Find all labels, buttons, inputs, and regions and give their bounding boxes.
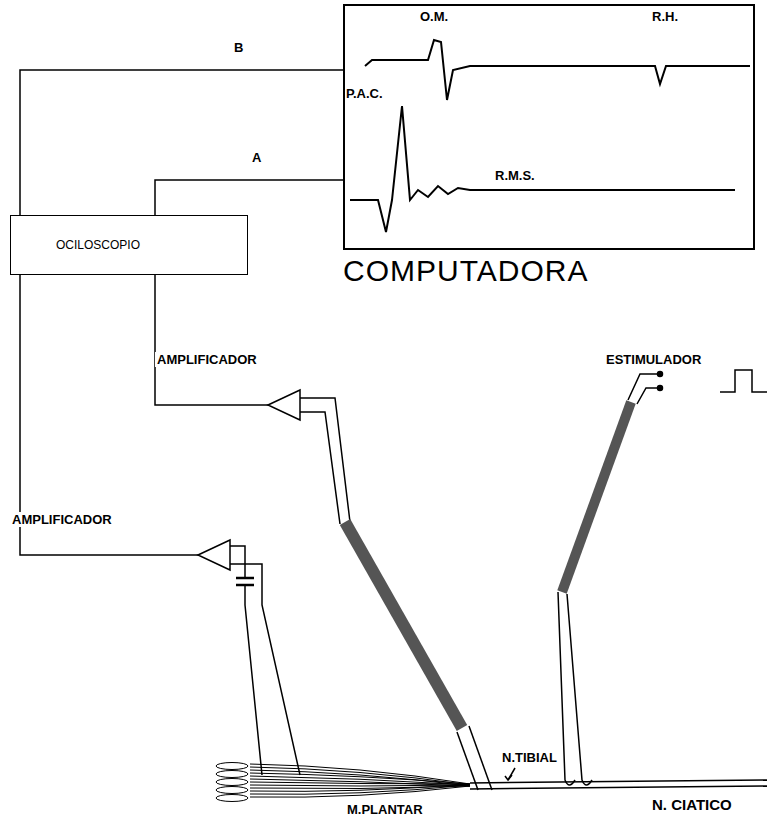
muscle-fiber xyxy=(250,764,470,784)
signal-cable xyxy=(20,70,343,215)
trace-label: R.M.S. xyxy=(493,168,537,183)
stroke xyxy=(350,106,735,232)
amplifier-label: AMPLIFICADOR xyxy=(10,512,114,527)
cable-label: B xyxy=(232,40,245,55)
amplifier-symbol xyxy=(198,390,300,570)
stroke xyxy=(558,592,575,785)
stroke xyxy=(345,522,462,728)
recording-electrode xyxy=(300,398,492,790)
stroke xyxy=(230,546,245,578)
stroke xyxy=(567,594,592,785)
oscilloscope-box: OCILOSCOPIO xyxy=(10,215,248,275)
toe-tendon xyxy=(216,763,248,770)
stroke xyxy=(469,726,492,790)
screen-traces xyxy=(350,40,750,232)
muscle-electrode xyxy=(230,546,300,775)
stimulating-electrode xyxy=(558,370,767,785)
stroke xyxy=(720,370,767,392)
muscle-fiber xyxy=(250,767,470,785)
muscle-fiber xyxy=(250,779,470,786)
nerve-label: N. CIATICO xyxy=(650,797,734,812)
trace-label: P.A.C. xyxy=(344,86,385,101)
toe-tendon xyxy=(216,795,248,802)
stroke xyxy=(628,374,660,400)
stroke xyxy=(230,564,300,775)
muscle-fiber xyxy=(250,785,470,786)
stroke xyxy=(505,775,512,780)
signal-cable xyxy=(155,180,343,215)
muscle-fiber xyxy=(250,770,470,786)
toe-tendon xyxy=(216,771,248,778)
stroke xyxy=(268,390,300,420)
muscle-fiber xyxy=(250,773,470,784)
stimulator-label: ESTIMULADOR xyxy=(604,352,703,367)
stroke xyxy=(300,412,340,524)
nerve-label: N.TIBIAL xyxy=(500,750,559,765)
toe-tendon xyxy=(216,787,248,794)
stroke xyxy=(236,577,254,580)
stroke xyxy=(155,275,268,405)
node-label: OCILOSCOPIO xyxy=(56,238,140,252)
muscle-fiber xyxy=(250,776,470,785)
plantar-muscle xyxy=(216,763,470,802)
nerve xyxy=(470,768,767,789)
stroke xyxy=(470,786,767,789)
amplifier-label: AMPLIFICADOR xyxy=(155,352,259,367)
muscle-fiber xyxy=(250,786,470,797)
stroke xyxy=(562,402,631,592)
stroke xyxy=(198,540,230,570)
stroke xyxy=(637,388,660,404)
stroke xyxy=(245,585,262,775)
toe-tendon xyxy=(216,779,248,786)
stroke xyxy=(365,40,750,100)
trace-label: R.H. xyxy=(650,9,680,24)
stroke xyxy=(470,780,767,783)
computer-screen: COMPUTADORA xyxy=(343,4,755,250)
muscle-fiber xyxy=(250,782,470,784)
node-heading: COMPUTADORA xyxy=(343,254,588,288)
cable-label: A xyxy=(250,150,263,165)
trace-label: O.M. xyxy=(418,9,450,24)
muscle-label: M.PLANTAR xyxy=(345,802,425,817)
